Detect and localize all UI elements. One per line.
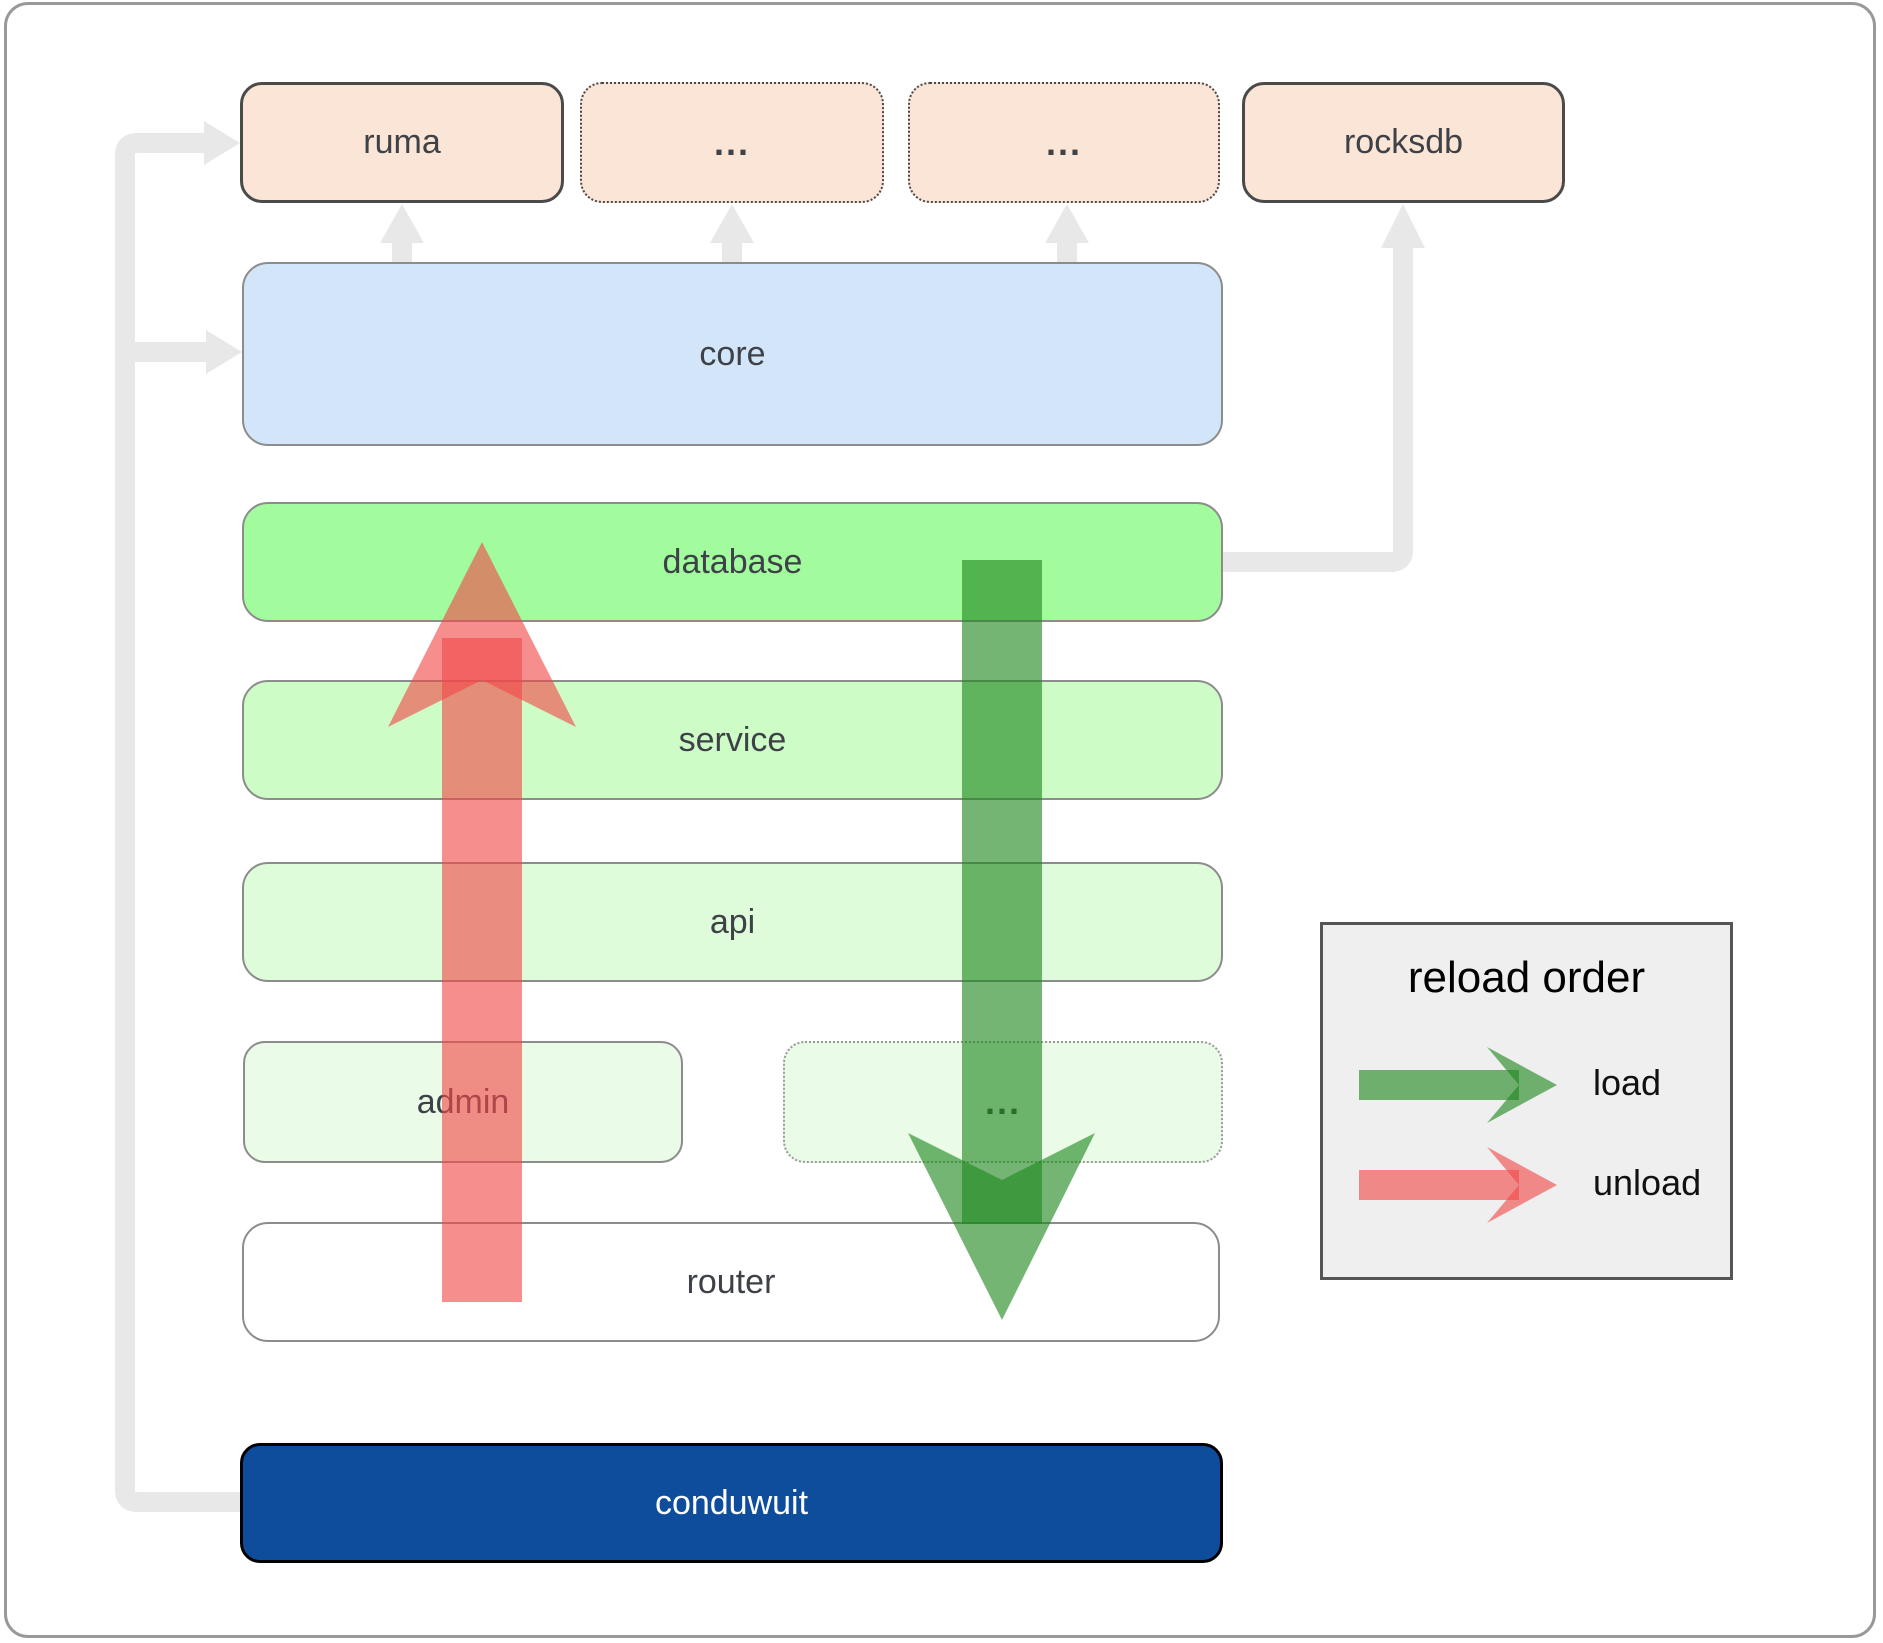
connector-core-to-ext1 (722, 240, 742, 263)
legend: reload order load unload (1320, 922, 1733, 1280)
node-api-label: api (709, 902, 756, 941)
page-border (4, 2, 1876, 1638)
node-ruma-label: ruma (363, 123, 441, 161)
node-conduwuit-label: conduwuit (654, 1483, 809, 1522)
node-router: router (242, 1222, 1220, 1342)
arrowhead-core-ruma (380, 204, 424, 243)
load-arrow (908, 560, 1095, 1320)
connector-trunk-to-core (125, 342, 206, 362)
node-crate-placeholder-2: ... (908, 82, 1220, 203)
legend-label-load: load (1593, 1062, 1662, 1103)
connector-core-to-ruma (392, 240, 412, 263)
connector-database-to-rocksdb (1223, 246, 1413, 572)
node-crate-placeholder-1-label: ... (713, 121, 750, 163)
legend-title: reload order (1407, 953, 1646, 1002)
node-crate-placeholder-2-label: ... (1045, 121, 1082, 163)
node-api: api (242, 862, 1223, 982)
legend-unload-arrow-head (1487, 1147, 1557, 1223)
legend-load-arrow-icon (1359, 1047, 1557, 1123)
node-rocksdb: rocksdb (1242, 82, 1565, 203)
unload-arrow-head (388, 542, 576, 727)
legend-arrows (1359, 1047, 1557, 1223)
legend-unload-arrow-icon (1359, 1147, 1557, 1223)
node-rocksdb-label: rocksdb (1343, 123, 1464, 161)
node-service-label: service (678, 720, 787, 759)
connector-conduwuit-to-ruma (115, 133, 242, 1512)
legend-unload-arrow-shaft (1359, 1170, 1519, 1200)
node-core-label: core (699, 334, 766, 373)
node-router-label: router (686, 1262, 776, 1301)
node-crate-placeholder-1: ... (580, 82, 884, 203)
arrowhead-core-ext1 (710, 204, 754, 243)
node-ruma: ruma (240, 82, 564, 203)
legend-label-unload: unload (1593, 1162, 1702, 1203)
connector-core-to-ext2 (1057, 240, 1077, 263)
arrowhead-core-ext2 (1045, 204, 1089, 243)
load-arrow-head (908, 1133, 1095, 1320)
node-core: core (242, 262, 1223, 446)
arrowhead-core (206, 330, 242, 374)
load-arrow-shaft (962, 560, 1042, 1224)
node-database: database (242, 502, 1223, 622)
legend-load-arrow-shaft (1359, 1070, 1519, 1100)
arrowhead-ruma (204, 121, 240, 165)
legend-load-arrow-head (1487, 1047, 1557, 1123)
unload-arrow (388, 542, 576, 1302)
unload-arrow-shaft (442, 638, 522, 1302)
node-conduwuit: conduwuit (240, 1443, 1223, 1563)
node-database-label: database (662, 542, 803, 581)
arrowhead-rocksdb (1381, 204, 1425, 248)
